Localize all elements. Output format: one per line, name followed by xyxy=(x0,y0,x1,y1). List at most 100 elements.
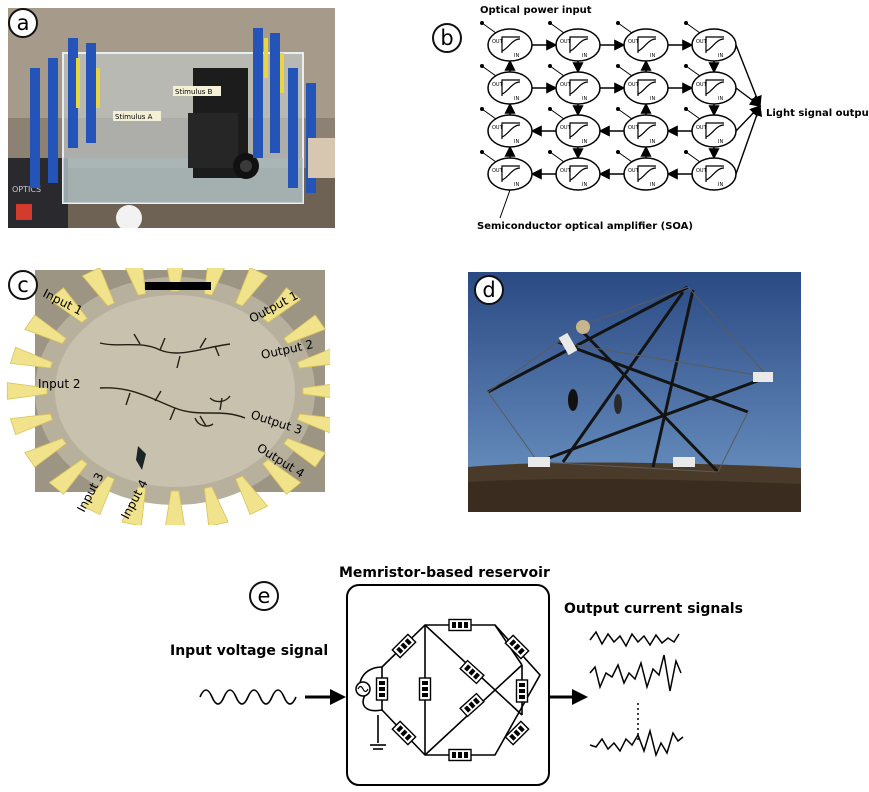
gold-electrode xyxy=(24,314,67,345)
gold-electrode xyxy=(81,475,115,515)
soa-out-text: OUT xyxy=(560,39,572,45)
soa-node: OUT IN xyxy=(684,64,737,105)
soa-node: OUT IN xyxy=(548,21,601,62)
soa-out-text: OUT xyxy=(560,125,572,131)
panel-c: Input 1 Input 2 Input 3 Input 4 Output 1… xyxy=(0,252,344,530)
gold-electrode xyxy=(48,459,88,495)
soa-in-text: IN xyxy=(718,182,723,188)
soa-in-text: IN xyxy=(514,96,519,102)
soa-in-text: IN xyxy=(650,53,655,59)
gold-electrode xyxy=(262,459,302,495)
gold-electrode xyxy=(81,267,115,307)
panel-c-badge: c xyxy=(8,270,38,300)
panel-b-badge: b xyxy=(432,23,462,53)
soa-out-text: OUT xyxy=(492,82,504,88)
gold-electrode xyxy=(9,346,53,369)
output-wave-2 xyxy=(589,654,682,692)
gold-electrode xyxy=(9,413,53,436)
reservoir-title: Memristor-based reservoir xyxy=(339,565,550,581)
stimulus-b-label: Stimulus B xyxy=(175,88,213,96)
memristor-icon xyxy=(375,677,389,701)
panel-d-photo xyxy=(468,272,801,512)
panel-e-diagram: Memristor-based reservoir Input voltage … xyxy=(170,565,743,786)
soa-in-text: IN xyxy=(650,139,655,145)
soa-in-text: IN xyxy=(582,96,587,102)
soa-node: OUT IN xyxy=(616,150,669,191)
optical-power-input-label: Optical power input xyxy=(480,5,592,16)
soa-out-text: OUT xyxy=(628,82,640,88)
soa-node: OUT IN xyxy=(548,64,601,105)
soa-out-text: OUT xyxy=(560,82,572,88)
gold-electrode xyxy=(283,314,326,345)
soa-in-text: IN xyxy=(718,139,723,145)
soa-label: Semiconductor optical amplifier (SOA) xyxy=(477,221,693,232)
panel-a-badge: a xyxy=(8,8,38,38)
memristor-icon xyxy=(448,748,472,762)
soa-out-text: OUT xyxy=(696,39,708,45)
soa-out-text: OUT xyxy=(492,39,504,45)
memristor-icon xyxy=(504,720,530,746)
soa-in-text: IN xyxy=(650,182,655,188)
stimulus-a-label: Stimulus A xyxy=(115,113,153,121)
soa-out-text: OUT xyxy=(492,168,504,174)
memristor-icon xyxy=(459,659,485,685)
soa-out-text: OUT xyxy=(492,125,504,131)
soa-in-text: IN xyxy=(718,53,723,59)
panel-a: OPTICS xyxy=(8,8,335,231)
soa-in-text: IN xyxy=(514,53,519,59)
light-signal-output-label: Light signal output xyxy=(766,108,869,119)
gold-electrode xyxy=(24,437,67,468)
output-wave-1 xyxy=(589,630,680,648)
soa-node: OUT IN xyxy=(548,107,601,148)
panel-c-photo: Input 1 Input 2 Input 3 Input 4 Output 1… xyxy=(6,252,344,530)
input-2-label: Input 2 xyxy=(38,377,81,391)
soa-in-text: IN xyxy=(514,182,519,188)
memristor-icon xyxy=(448,618,472,632)
gold-electrode xyxy=(235,267,269,307)
panel-d xyxy=(468,272,801,512)
soa-node: OUT IN xyxy=(684,150,737,191)
panel-e-badge: e xyxy=(249,581,279,611)
soa-node: OUT IN xyxy=(480,21,533,62)
soa-in-text: IN xyxy=(582,182,587,188)
soa-out-text: OUT xyxy=(628,168,640,174)
soa-out-text: OUT xyxy=(696,168,708,174)
soa-pointer-line xyxy=(499,189,511,219)
memristor-icon xyxy=(418,677,432,701)
soa-node: OUT IN xyxy=(684,107,737,148)
soa-node: OUT IN xyxy=(616,21,669,62)
memristor-icon xyxy=(391,720,417,746)
panel-e: Memristor-based reservoir Input voltage … xyxy=(150,555,750,787)
soa-in-text: IN xyxy=(650,96,655,102)
soa-out-text: OUT xyxy=(628,39,640,45)
input-voltage-label: Input voltage signal xyxy=(170,643,328,659)
soa-node: OUT IN xyxy=(480,150,533,191)
soa-in-text: IN xyxy=(582,53,587,59)
gold-electrode xyxy=(48,287,88,323)
panel-a-photo: OPTICS xyxy=(8,8,335,231)
gold-electrode xyxy=(283,437,326,468)
soa-in-text: IN xyxy=(718,96,723,102)
optics-text: OPTICS xyxy=(12,185,41,194)
output-arrow xyxy=(735,87,762,107)
soa-node: OUT IN xyxy=(616,64,669,105)
memristor-icon xyxy=(391,633,417,659)
soa-out-text: OUT xyxy=(696,125,708,131)
memristor-icon xyxy=(515,679,529,703)
soa-out-text: OUT xyxy=(628,125,640,131)
gold-electrode xyxy=(262,287,302,323)
soa-node: OUT IN xyxy=(684,21,737,62)
gold-electrode xyxy=(6,382,48,400)
panel-b-diagram: Optical power input OUTINOUTINOUTINOUTIN… xyxy=(477,5,869,232)
memristor-icon xyxy=(459,692,485,718)
soa-in-text: IN xyxy=(582,139,587,145)
output-arrow xyxy=(735,104,761,132)
soa-out-text: OUT xyxy=(696,82,708,88)
soa-grid: OUT IN OUT IN OUT IN OUT IN OUT IN OUT IN OUT IN OUT IN… xyxy=(480,21,763,191)
output-arrow xyxy=(735,104,763,175)
soa-out-text: OUT xyxy=(560,168,572,174)
input-sine-wave xyxy=(199,689,297,705)
panel-d-badge: d xyxy=(474,275,504,305)
